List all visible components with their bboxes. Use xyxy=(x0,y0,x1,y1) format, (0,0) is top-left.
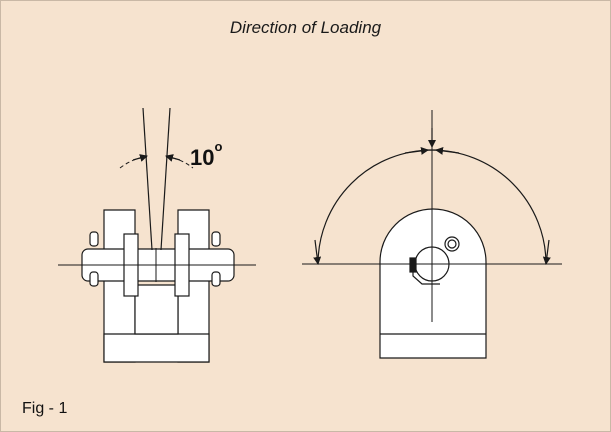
load-line-left xyxy=(142,107,153,251)
retaining-clip-top-right xyxy=(211,231,221,247)
load-line-right xyxy=(160,107,171,251)
figure-title: Direction of Loading xyxy=(229,18,382,37)
angle-label: 10o xyxy=(190,139,222,171)
figure-caption: Fig - 1 xyxy=(22,400,68,417)
side-view xyxy=(58,107,256,363)
angle-unit: o xyxy=(214,139,223,154)
retaining-clip-top-left xyxy=(89,231,99,247)
retaining-clip-bottom-left xyxy=(89,271,99,287)
clevis-slot xyxy=(134,284,179,335)
retaining-clip-bottom-right xyxy=(211,271,221,287)
angle-arrow-left xyxy=(132,154,148,162)
angle-arrow-right xyxy=(165,154,181,162)
arc-arrow-left-end xyxy=(313,239,322,265)
front-view xyxy=(302,110,562,359)
angle-arc-right xyxy=(165,156,194,169)
angle-value: 10 xyxy=(190,145,215,170)
retaining-ring-inner xyxy=(447,239,457,249)
pin-clip-tab xyxy=(409,257,417,273)
arc-arrow-right-end xyxy=(542,239,551,265)
angle-arc-left xyxy=(119,156,148,169)
clevis-bottom xyxy=(103,333,210,363)
